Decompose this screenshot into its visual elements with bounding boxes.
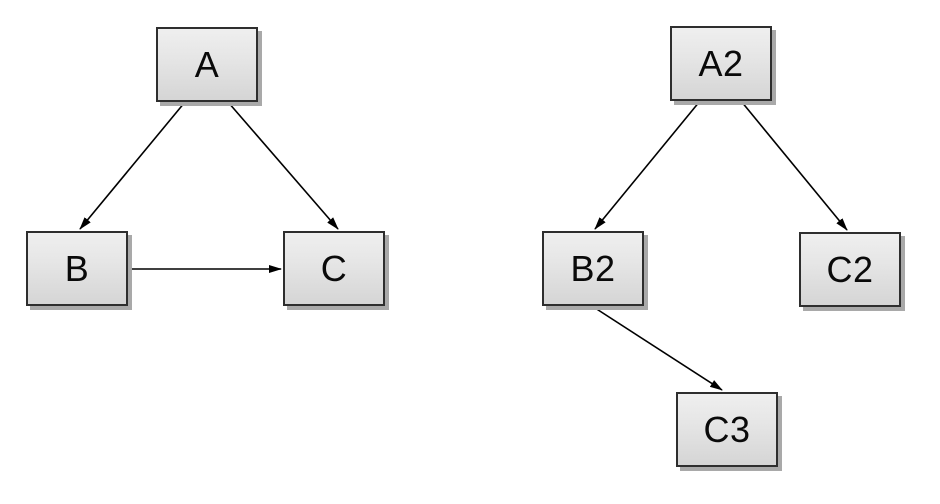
node-label: A <box>194 43 220 85</box>
node-A2[interactable]: A2 <box>670 26 772 101</box>
edge-A2-B2[interactable] <box>594 100 701 230</box>
edge-A-B[interactable] <box>79 101 186 230</box>
edge-B2-C3[interactable] <box>591 305 723 391</box>
node-label: B <box>64 247 90 289</box>
node-B2[interactable]: B2 <box>542 231 644 306</box>
node-label: C3 <box>703 408 751 450</box>
node-C2[interactable]: C2 <box>799 232 901 307</box>
node-label: C <box>320 247 348 289</box>
node-label: A2 <box>698 42 744 84</box>
node-B[interactable]: B <box>26 231 128 306</box>
node-A[interactable]: A <box>156 27 258 102</box>
node-C3[interactable]: C3 <box>676 392 778 467</box>
node-label: C2 <box>826 248 874 290</box>
edge-A2-C2[interactable] <box>740 100 848 231</box>
node-label: B2 <box>570 247 616 289</box>
edge-A-C[interactable] <box>227 101 339 230</box>
node-C[interactable]: C <box>283 231 385 306</box>
